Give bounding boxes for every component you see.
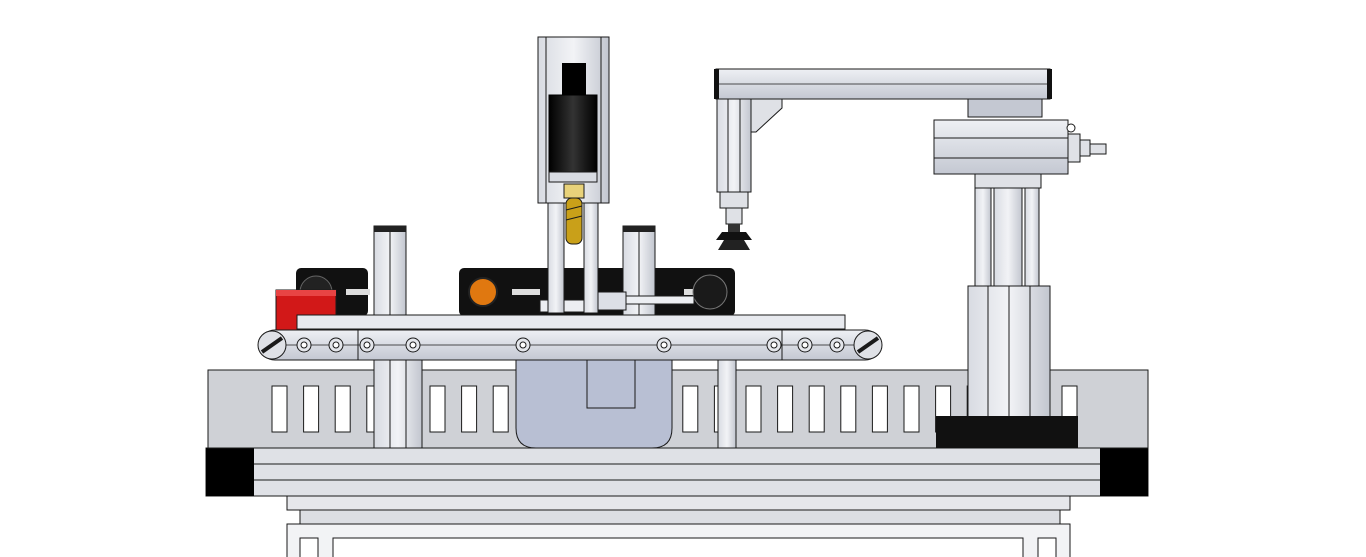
panel-slot bbox=[303, 385, 320, 433]
drill-motor bbox=[548, 94, 598, 176]
guide-post-left bbox=[373, 225, 407, 317]
roller-hub bbox=[409, 341, 417, 349]
lift-column-base bbox=[936, 416, 1078, 448]
roller-hub bbox=[770, 341, 778, 349]
panel-slot bbox=[903, 385, 920, 433]
panel-slot bbox=[492, 385, 509, 433]
base-frame bbox=[205, 447, 1149, 557]
conveyor-support-right bbox=[717, 351, 737, 449]
panel-slot bbox=[334, 385, 351, 433]
vacuum-suction-cup bbox=[716, 224, 752, 250]
roller-hub bbox=[332, 341, 340, 349]
pick-and-place-arm bbox=[714, 68, 1052, 225]
roller-hub bbox=[660, 341, 668, 349]
panel-slot bbox=[461, 385, 478, 433]
roller-hub bbox=[300, 341, 308, 349]
roller-hub bbox=[363, 341, 371, 349]
drill-bit bbox=[565, 197, 583, 245]
conveyor-belt bbox=[257, 314, 883, 361]
panel-slot bbox=[429, 385, 446, 433]
panel-slot bbox=[271, 385, 288, 433]
panel-slot bbox=[777, 385, 794, 433]
panel-slot bbox=[745, 385, 762, 433]
roller-hub bbox=[833, 341, 841, 349]
lift-column bbox=[933, 98, 1107, 448]
panel-slot bbox=[682, 385, 699, 433]
orange-sensor bbox=[468, 277, 498, 307]
panel-slot bbox=[840, 385, 857, 433]
drill-chuck bbox=[563, 183, 585, 199]
drilling-unit bbox=[537, 36, 610, 314]
right-end-cap bbox=[1100, 448, 1148, 496]
roller-hub bbox=[801, 341, 809, 349]
left-end-cap bbox=[206, 448, 254, 496]
end-roller-right bbox=[853, 330, 883, 360]
roller-hub bbox=[519, 341, 527, 349]
end-roller-left bbox=[257, 330, 287, 360]
panel-slot bbox=[871, 385, 888, 433]
panel-slot bbox=[808, 385, 825, 433]
